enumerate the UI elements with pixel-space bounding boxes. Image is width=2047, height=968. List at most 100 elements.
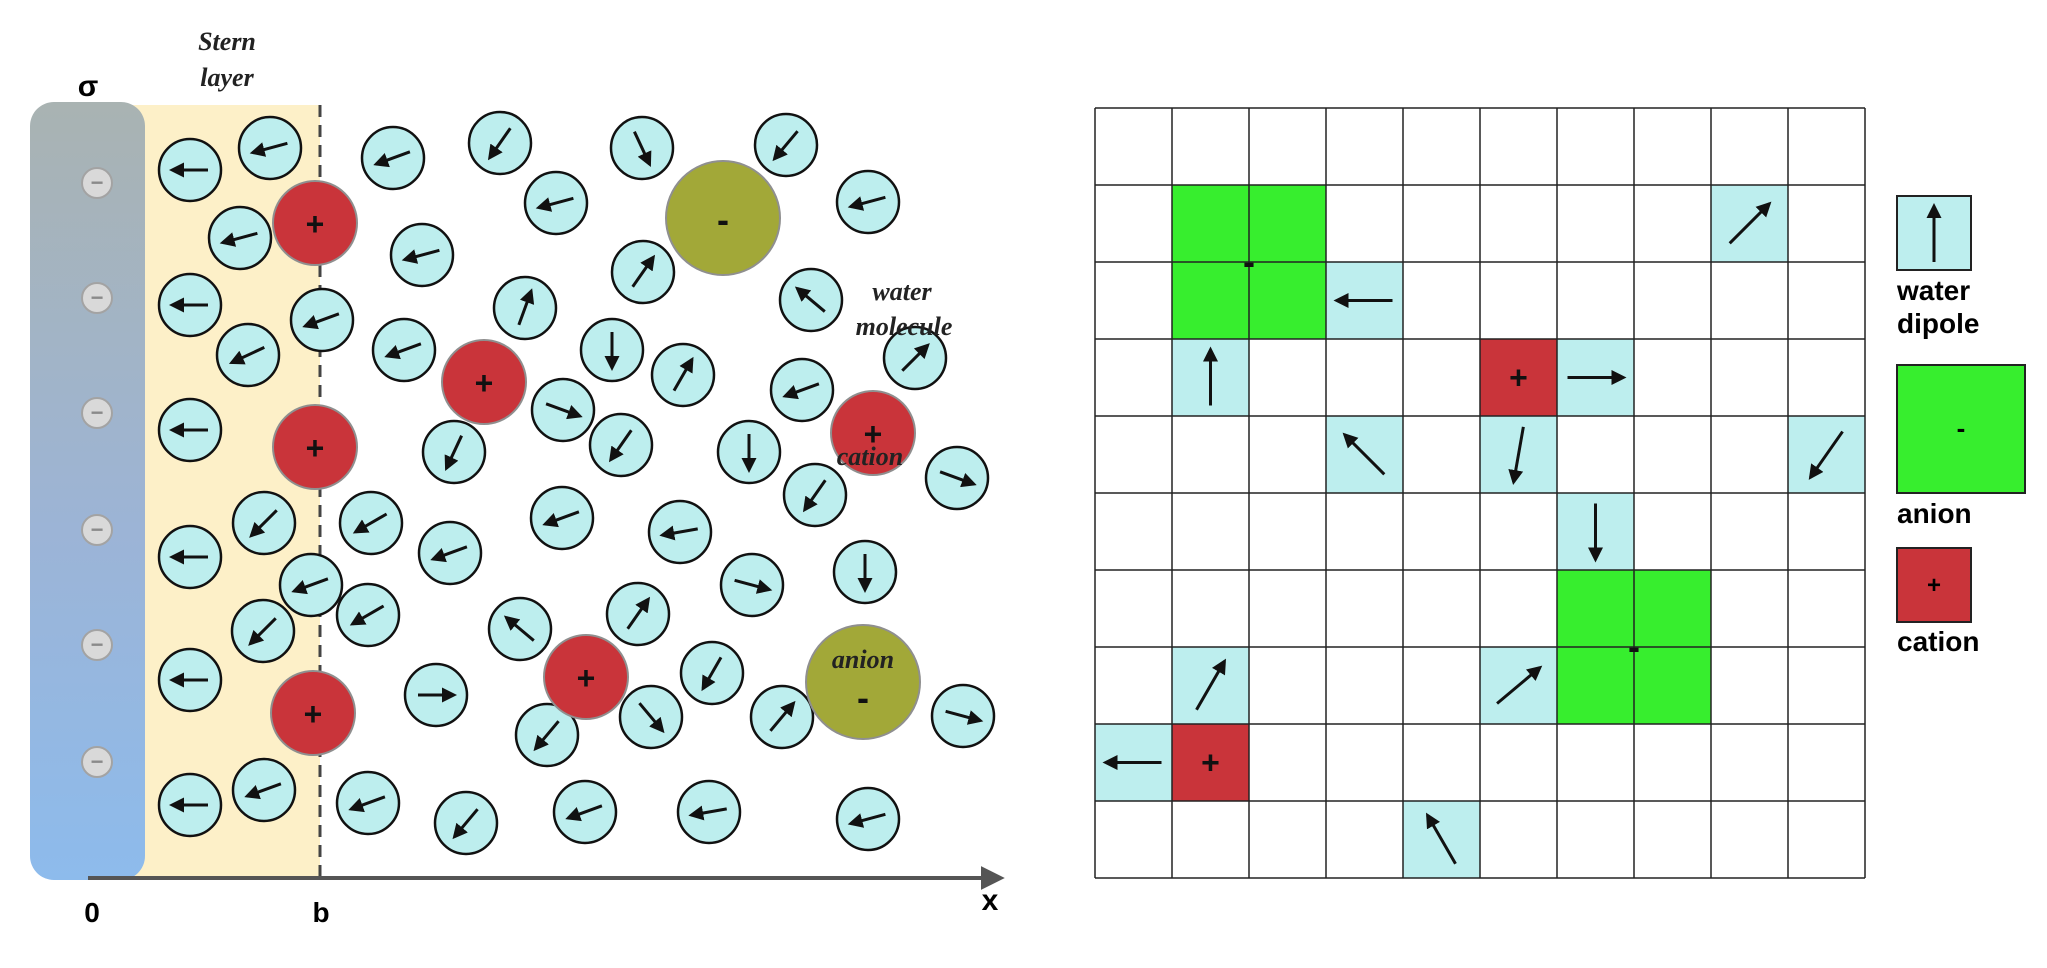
cation-symbol: +	[306, 206, 325, 242]
dipole-arrow-icon	[734, 578, 773, 594]
legend-cation-label: cation	[1897, 626, 1979, 657]
legend-water-label-line1: water	[1896, 275, 1970, 306]
stern-label-line2: layer	[200, 63, 254, 92]
lattice-dipole-arrow-icon	[1342, 432, 1386, 476]
dipole-arrow-icon	[248, 617, 277, 646]
cation-symbol: +	[306, 430, 325, 466]
anion-icon	[665, 160, 781, 276]
sigma-label: σ	[78, 70, 99, 103]
dipole-arrow-icon	[349, 604, 385, 626]
dipole-arrow-icon	[542, 510, 580, 528]
axis-origin-label: 0	[84, 897, 100, 928]
dipole-arrow-icon	[901, 343, 930, 372]
anion-label: anion	[832, 645, 894, 674]
dipole-arrow-icon	[565, 804, 603, 822]
dipole-arrow-icon	[487, 127, 512, 161]
lattice-dipole-arrow-icon	[1508, 426, 1525, 486]
cation-icon	[272, 404, 358, 490]
surface-charge-icon	[81, 397, 113, 429]
lattice-anion-symbol: -	[1243, 241, 1255, 282]
dipole-arrow-icon	[633, 131, 652, 168]
dipole-arrow-icon	[847, 812, 886, 828]
dipole-arrow-icon	[672, 356, 694, 392]
lattice-model-diagram: + + - -	[1094, 107, 1866, 879]
surface-charge-icon	[81, 746, 113, 778]
dipole-arrow-icon	[939, 470, 977, 488]
lattice-dipole-arrow-icon	[1728, 201, 1772, 245]
dipole-arrow-icon	[701, 656, 723, 692]
dipole-arrow-icon	[249, 509, 278, 538]
dipole-arrow-icon	[631, 254, 656, 288]
cation-label: cation	[837, 442, 903, 471]
legend-anion-swatch	[1896, 364, 2026, 494]
dipole-arrow-icon	[244, 782, 282, 800]
lattice-cation-cell	[1172, 724, 1249, 801]
surface-charge-symbol: −	[91, 170, 104, 195]
water-molecule-label-line1: water	[872, 277, 932, 306]
surface-charges: −−−−−−	[81, 167, 113, 778]
cation-symbol: +	[577, 660, 596, 696]
dipole-arrow-icon	[847, 195, 886, 211]
legend-cation-swatch	[1896, 547, 1972, 623]
dipole-arrow-icon	[373, 150, 411, 168]
dipole-arrow-icon	[533, 720, 560, 752]
dipole-arrow-icon	[688, 805, 727, 821]
anion-symbol: -	[857, 677, 869, 718]
lattice-anion-symbol: -	[1628, 626, 1640, 667]
charged-surface	[30, 102, 145, 880]
lattice-dipole-arrow-icon	[1195, 658, 1226, 711]
legend-cation-symbol: +	[1927, 572, 1941, 599]
cation-symbol: +	[864, 416, 883, 452]
dipole-arrow-icon	[384, 342, 422, 360]
water-molecule-label-line2: molecule	[856, 312, 953, 341]
dipole-arrow-icon	[401, 248, 440, 264]
lattice-dipoles	[1102, 201, 1844, 865]
anions: --anion	[665, 160, 921, 740]
dipole-arrow-icon	[302, 312, 340, 330]
dipole-arrow-icon	[291, 577, 329, 595]
lattice-ion-labels: + + - -	[1201, 241, 1640, 781]
dipole-arrow-icon	[772, 130, 799, 162]
cation-symbol: +	[304, 696, 323, 732]
surface-charge-symbol: −	[91, 517, 104, 542]
dipole-arrow-icon	[352, 512, 388, 534]
legend-anion-symbol: -	[1957, 413, 1966, 443]
dipole-arrow-icon	[626, 596, 651, 630]
axis-x-label: x	[982, 884, 999, 917]
legend-water-label-line2: dipole	[1897, 308, 1979, 339]
surface-charge-symbol: −	[91, 632, 104, 657]
surface-charge-icon	[81, 167, 113, 199]
dipole-arrow-icon	[535, 196, 574, 212]
dipole-arrow-icon	[659, 525, 698, 541]
dipole-arrow-icon	[348, 795, 386, 813]
surface-charge-symbol: −	[91, 400, 104, 425]
cation-icon	[270, 670, 356, 756]
cation-icon	[272, 180, 358, 266]
lattice-dipole-arrow-icon	[1496, 665, 1543, 705]
dipole-arrow-icon	[219, 231, 258, 247]
legend: water dipole - anion + cation	[1896, 195, 2026, 657]
cation-symbol: +	[475, 365, 494, 401]
axis-b-label: b	[312, 897, 329, 928]
surface-charge-icon	[81, 514, 113, 546]
lattice-grid	[1094, 107, 1866, 879]
lattice-cation-cell	[1480, 339, 1557, 416]
water-molecules	[157, 110, 996, 856]
dipole-arrow-icon	[503, 615, 535, 642]
cation-icon	[830, 390, 916, 476]
dipole-arrow-icon	[444, 435, 463, 472]
lattice-cation-symbol: +	[1509, 360, 1528, 396]
lattice-cation-symbol: +	[1201, 745, 1220, 781]
double-layer-diagram: −−−−−− ++++++cation --anion σ Stern laye…	[30, 27, 1005, 928]
cation-icon	[543, 634, 629, 720]
surface-charge-icon	[81, 629, 113, 661]
surface-charge-symbol: −	[91, 285, 104, 310]
legend-anion-label: anion	[1897, 498, 1972, 529]
anion-icon	[805, 624, 921, 740]
cations: ++++++cation	[270, 180, 916, 756]
dipole-arrow-icon	[517, 288, 535, 326]
lattice-dipole-arrow-icon	[1808, 430, 1844, 480]
lattice-cells	[1095, 185, 1865, 878]
dipole-arrow-icon	[249, 141, 288, 157]
surface-charge-icon	[81, 282, 113, 314]
